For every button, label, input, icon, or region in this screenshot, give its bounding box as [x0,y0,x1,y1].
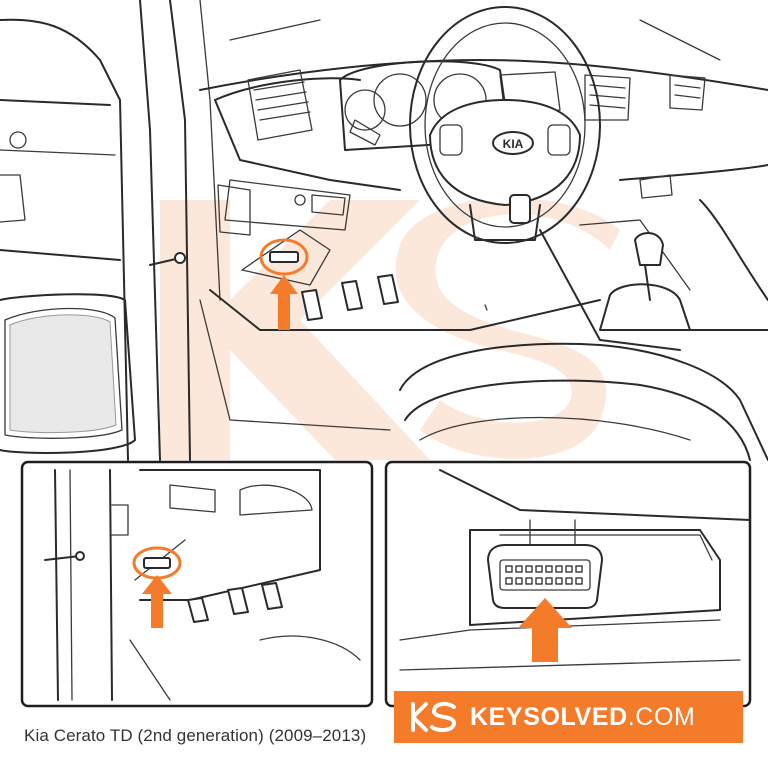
kia-badge-icon [492,131,534,155]
dashboard [199,19,768,301]
door-frame [0,0,221,461]
pedals [301,274,399,321]
brand-name: KEYSOLVED [470,703,628,731]
kia-badge-text: KIA [503,137,524,151]
inset-obd-closeup-illustration [399,469,751,671]
keysolved-banner: KEYSOLVED.COM [394,691,743,743]
main-obd-port [241,229,331,330]
keysolved-logo-icon [411,701,457,733]
obd-connector [487,544,603,609]
ks-watermark [160,197,620,460]
brand-wordmark: KEYSOLVED.COM [470,703,695,732]
inset-footwell-illustration [44,469,361,701]
steering-wheel: KIA [409,6,601,244]
brand-domain: .COM [627,703,696,731]
obd-port-arrow-icon [270,275,298,330]
obd-port-highlight-ring-icon [259,238,309,276]
center-console [539,219,768,351]
floor-and-seat [199,289,768,461]
diagram-caption: Kia Cerato TD (2nd generation) (2009–201… [24,726,367,745]
